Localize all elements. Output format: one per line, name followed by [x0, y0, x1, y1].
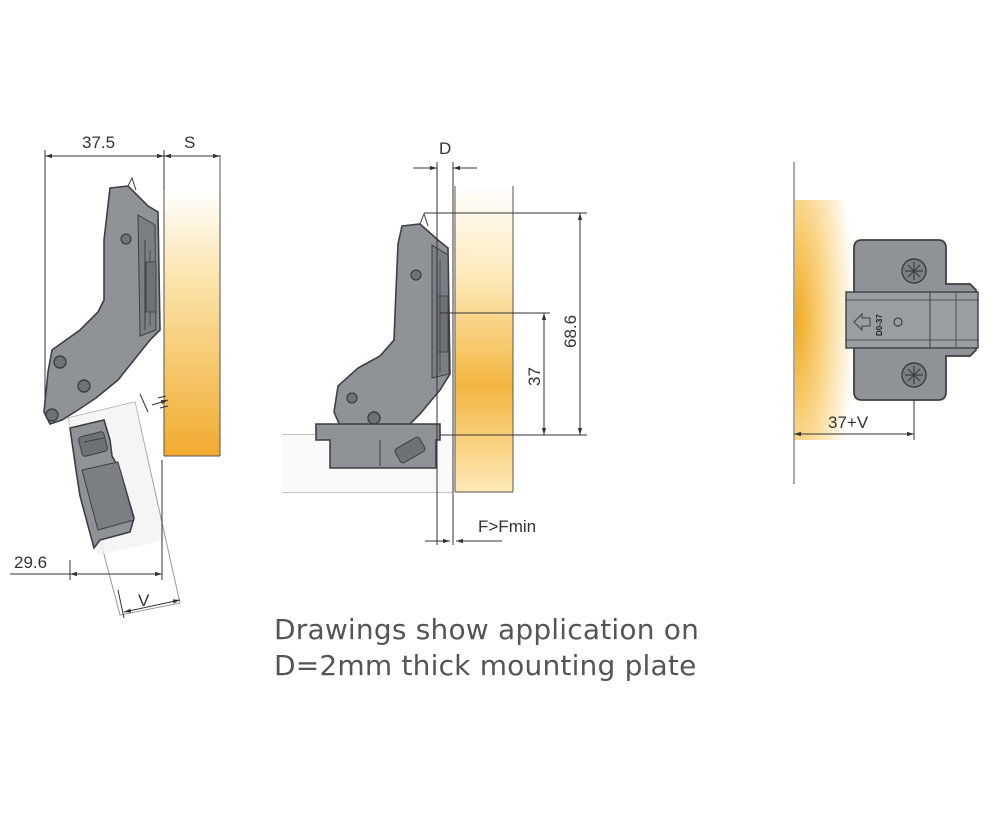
- caption-line-2: D=2mm thick mounting plate: [274, 649, 697, 682]
- height-screw-label: 37: [525, 367, 544, 386]
- panel-thickness-label: S: [184, 133, 195, 152]
- swing-label-left: V: [138, 591, 150, 610]
- gap-label: F>Fmin: [478, 517, 536, 536]
- side-offset-label: 29.6: [14, 553, 47, 572]
- hinge-arm: [43, 185, 161, 425]
- caption-line-1: Drawings show application on: [274, 613, 700, 646]
- swing-dimension: [123, 599, 181, 613]
- plate-thickness-label: D: [439, 139, 451, 158]
- open-hinge-view: 37.5 S 29.6 V: [10, 133, 221, 619]
- cabinet-side-panel-right: [795, 200, 855, 440]
- mounting-plate-view: D0-37 37+V: [793, 162, 979, 484]
- plate-code-label: D0-37: [875, 314, 884, 336]
- closed-hinge-view: D 68.6 37 F>Fmin: [282, 139, 587, 545]
- height-total-label: 68.6: [561, 315, 580, 348]
- plate-offset-label: 37+V: [828, 413, 869, 432]
- cabinet-side-panel: [164, 190, 220, 456]
- cabinet-side-panel-middle: [455, 186, 513, 492]
- drawing-caption: Drawings show application on D=2mm thick…: [274, 612, 699, 684]
- overlay-width-label: 37.5: [82, 133, 115, 152]
- arrow-up-icon: [853, 312, 871, 332]
